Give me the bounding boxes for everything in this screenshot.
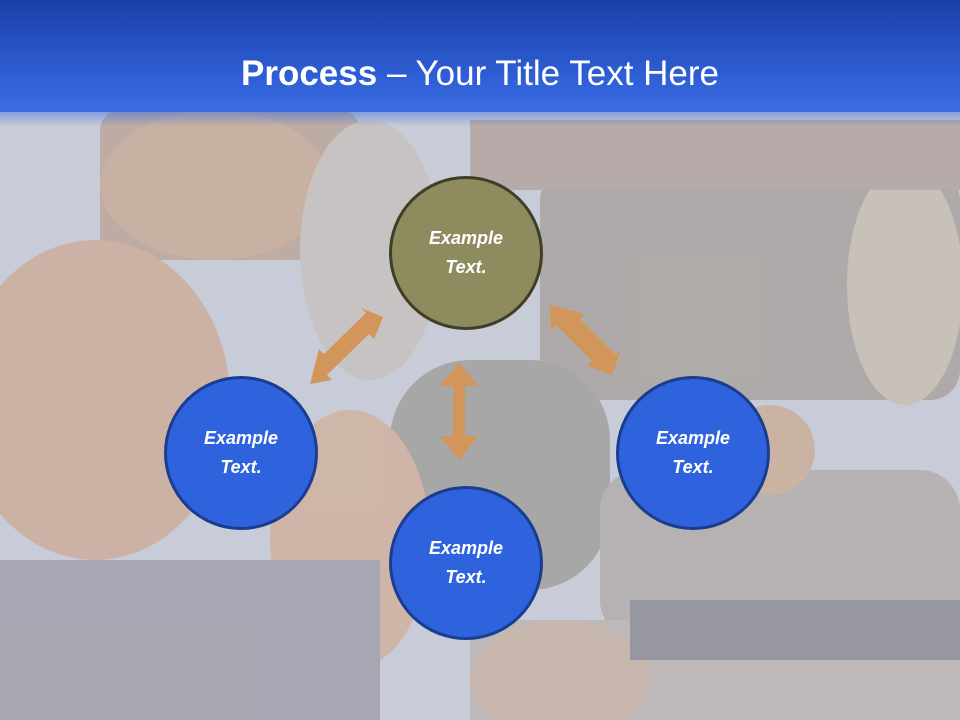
arrow-top-right <box>550 305 621 375</box>
title-bar-fade <box>0 100 960 126</box>
title-bold-part: Process <box>241 54 378 93</box>
node-right-label: Example Text. <box>655 428 731 477</box>
node-right[interactable]: Example Text. <box>616 376 770 530</box>
node-left[interactable]: Example Text. <box>164 376 318 530</box>
title-rest-part: – Your Title Text Here <box>377 54 719 93</box>
arrow-top-left <box>310 308 383 384</box>
arrow-vertical <box>440 362 478 460</box>
node-left-label: Example Text. <box>203 428 279 477</box>
node-bottom-label: Example Text. <box>428 538 504 587</box>
node-top-label: Example Text. <box>428 228 504 277</box>
title-bar <box>0 0 960 112</box>
node-top[interactable]: Example Text. <box>389 176 543 330</box>
slide-title: Process – Your Title Text Here <box>0 52 960 96</box>
node-bottom[interactable]: Example Text. <box>389 486 543 640</box>
